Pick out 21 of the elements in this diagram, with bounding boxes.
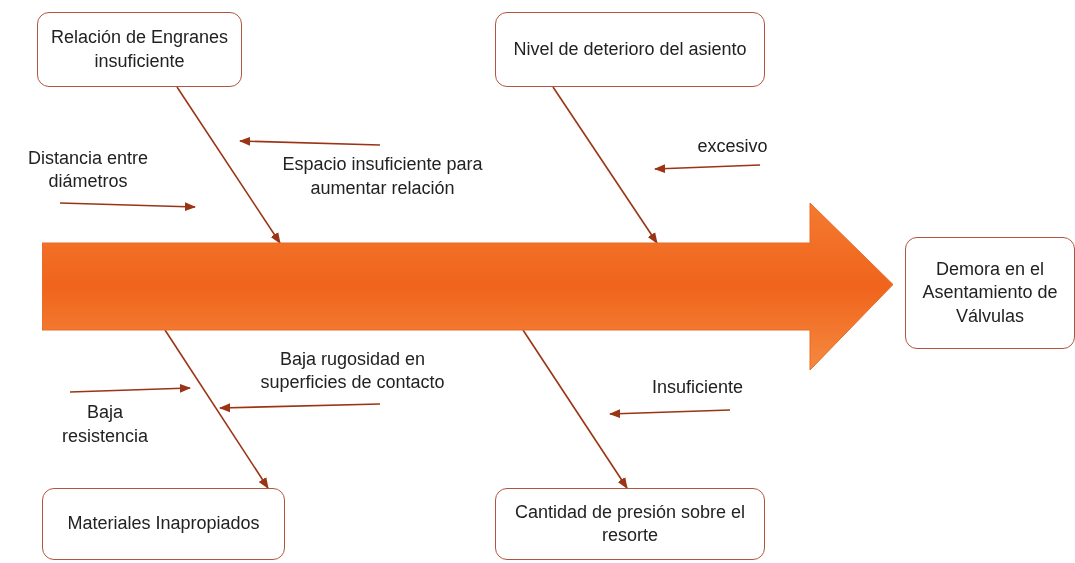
- arrow: [69, 383, 192, 393]
- arrow: [238, 136, 381, 146]
- sub-cause-text: excesivo: [697, 135, 768, 158]
- sub-cause-text: Espacio insuficiente para aumentar relación: [281, 153, 484, 200]
- cause-box: Nivel de deterioro del asiento: [495, 12, 765, 87]
- cause-box: Relación de Engranes insuficiente: [37, 12, 242, 87]
- effect-box: Demora en el Asentamiento de Válvulas: [905, 237, 1075, 349]
- sub-cause-text: Baja rugosidad en superficies de contacto: [259, 348, 446, 395]
- arrow: [218, 403, 381, 413]
- arrow: [176, 86, 281, 244]
- arrow: [653, 164, 761, 174]
- arrow: [164, 329, 269, 489]
- cause-box: Cantidad de presión sobre el resorte: [495, 488, 765, 560]
- arrow: [59, 202, 197, 212]
- arrow: [552, 86, 658, 244]
- arrow: [608, 409, 731, 419]
- sub-cause-text: Baja resistencia: [60, 401, 149, 448]
- arrow: [522, 329, 628, 489]
- sub-cause-text: Distancia entre diámetros: [26, 147, 150, 194]
- cause-box: Materiales Inapropiados: [42, 488, 285, 560]
- sub-cause-text: Insuficiente: [651, 376, 744, 399]
